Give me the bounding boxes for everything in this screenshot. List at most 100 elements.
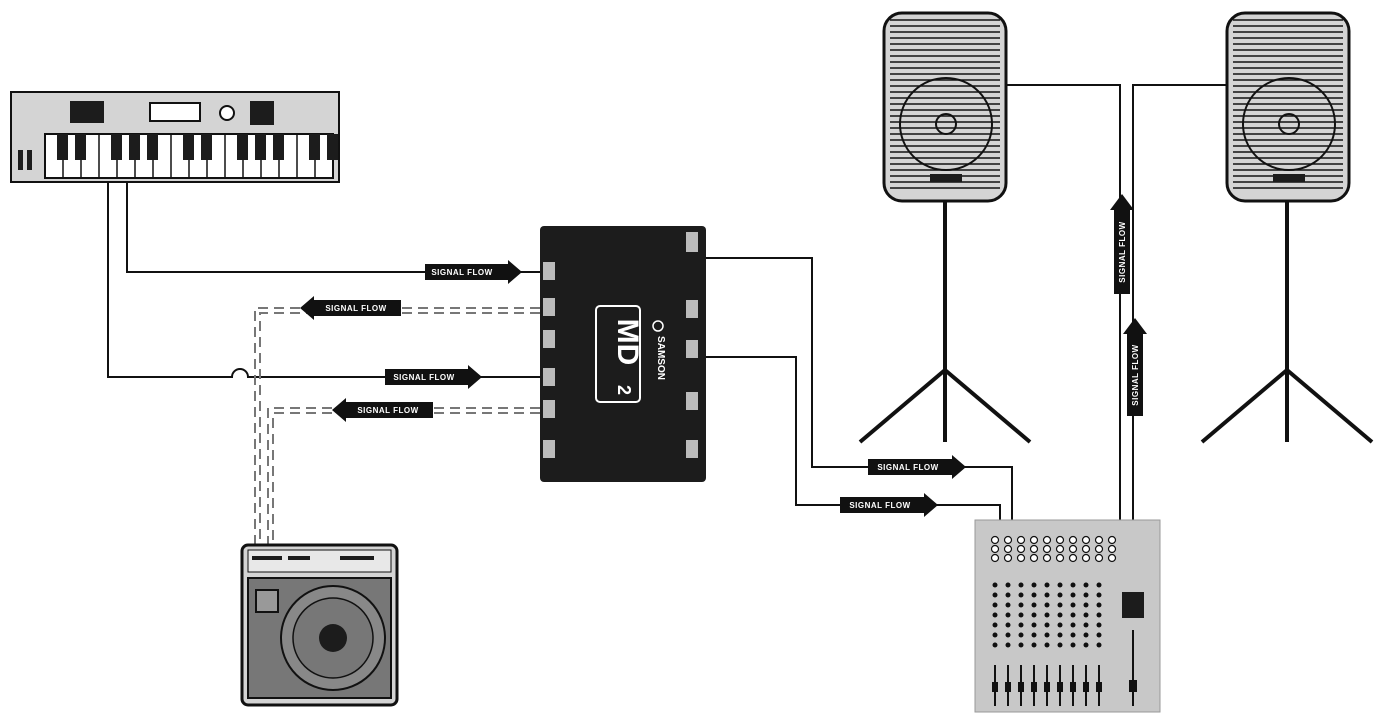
fader-cap	[1044, 682, 1050, 692]
mixer-jack	[1029, 544, 1039, 554]
black-key	[111, 134, 122, 160]
mixer-jack	[1055, 544, 1065, 554]
mixer-knob	[1083, 632, 1089, 638]
mixer-jack	[990, 544, 1000, 554]
speaker-right	[1200, 11, 1374, 444]
cable-di-to-amp-1-b	[259, 312, 540, 545]
mixer-knob	[1070, 582, 1076, 588]
mixer-jack	[1094, 544, 1104, 554]
mixer-knob	[1057, 612, 1063, 618]
mixer-jack	[1081, 544, 1091, 554]
mixer-knob	[1005, 602, 1011, 608]
mixer-knob	[1031, 632, 1037, 638]
mixer-jack	[1107, 544, 1117, 554]
di-model-label: MD	[611, 319, 644, 366]
mixer-jack	[1016, 544, 1026, 554]
mixer-knob	[1018, 592, 1024, 598]
mixer-knob	[1005, 632, 1011, 638]
mixer-jack	[990, 535, 1000, 545]
mixer-knob	[1005, 582, 1011, 588]
mixer-knob	[1057, 592, 1063, 598]
mixer-knob	[1057, 642, 1063, 648]
fader-cap	[1096, 682, 1102, 692]
mixer-jack	[1068, 535, 1078, 545]
mixer-knob	[1070, 632, 1076, 638]
mixer-jack	[1055, 535, 1065, 545]
flow-arrow-di-to-amp-2: SIGNAL FLOW	[332, 398, 433, 422]
di-box-icon: MD 2 SAMSON	[540, 226, 706, 482]
flow-label: SIGNAL FLOW	[431, 268, 492, 277]
mixer-knob	[992, 642, 998, 648]
mixer-jack	[1068, 553, 1078, 563]
mixer-jack	[1016, 535, 1026, 545]
mixer-jack	[1107, 553, 1117, 563]
flow-arrow-mixer-to-speaker-left: SIGNAL FLOW	[1110, 194, 1134, 294]
mixer-knob	[1044, 632, 1050, 638]
mixer-jack	[1016, 553, 1026, 563]
mixer-knob	[1096, 632, 1102, 638]
flow-label: SIGNAL FLOW	[849, 501, 910, 510]
mixer-knob	[1096, 612, 1102, 618]
mixer-knob	[1057, 602, 1063, 608]
flow-arrow-keyboard-to-di-2: SIGNAL FLOW	[385, 365, 482, 389]
dashed-cables	[254, 307, 540, 545]
mixer-knob	[1044, 642, 1050, 648]
mixer-knob	[1096, 582, 1102, 588]
mixer-knob	[1018, 622, 1024, 628]
mixer-knob	[992, 592, 998, 598]
black-key	[183, 134, 194, 160]
mixer-knob	[1070, 642, 1076, 648]
mixer-knob	[1096, 642, 1102, 648]
mixer-knob	[1018, 582, 1024, 588]
mixer-knob	[1083, 582, 1089, 588]
cable-mixer-to-speaker-left	[1005, 84, 1121, 538]
mixer-knob	[1031, 592, 1037, 598]
speaker-stand-right	[1200, 201, 1374, 444]
mixer-jack	[1029, 553, 1039, 563]
mixer-knob	[1044, 582, 1050, 588]
flow-label: SIGNAL FLOW	[325, 304, 386, 313]
flow-arrow-mixer-to-speaker-right: SIGNAL FLOW	[1123, 318, 1147, 416]
flow-label: SIGNAL FLOW	[393, 373, 454, 382]
black-key	[255, 134, 266, 160]
fader-cap	[1057, 682, 1063, 692]
mixer-knob	[1044, 622, 1050, 628]
mixer-knob	[1096, 592, 1102, 598]
mixer-knob	[1096, 622, 1102, 628]
cable-di-to-amp-1-a	[254, 307, 540, 545]
flow-arrow-keyboard-to-di-1: SIGNAL FLOW	[425, 260, 522, 284]
mixer-knob	[1057, 632, 1063, 638]
flow-arrow-di-to-amp-1: SIGNAL FLOW	[300, 296, 401, 320]
mixer-knob	[1018, 642, 1024, 648]
mixer-knob	[1083, 592, 1089, 598]
mixer-knob	[1044, 592, 1050, 598]
flow-label: SIGNAL FLOW	[357, 406, 418, 415]
fader-cap	[1005, 682, 1011, 692]
mixer-knob	[1044, 612, 1050, 618]
mixer-knob	[1083, 622, 1089, 628]
mixer-jack	[1055, 553, 1065, 563]
mixer-knob	[1070, 602, 1076, 608]
mixer-knob	[992, 582, 998, 588]
cable-di-to-mixer-2	[705, 356, 1001, 540]
mixer-knob	[1083, 602, 1089, 608]
fader-cap	[992, 682, 998, 692]
mixer-knob	[992, 632, 998, 638]
speaker-icon	[882, 11, 1008, 203]
speaker-left	[858, 11, 1032, 444]
mixer-jack	[1042, 535, 1052, 545]
mixer-knob	[992, 602, 998, 608]
di-model-number: 2	[614, 385, 634, 395]
fader-cap	[1031, 682, 1037, 692]
black-key	[273, 134, 284, 160]
mixer-jack	[1068, 544, 1078, 554]
mixer-knob	[1031, 612, 1037, 618]
fader-cap	[1018, 682, 1024, 692]
flow-label: SIGNAL FLOW	[877, 463, 938, 472]
mixer-jack	[1042, 553, 1052, 563]
flow-label: SIGNAL FLOW	[1131, 344, 1140, 405]
mixer-knob	[1018, 602, 1024, 608]
black-key	[75, 134, 86, 160]
